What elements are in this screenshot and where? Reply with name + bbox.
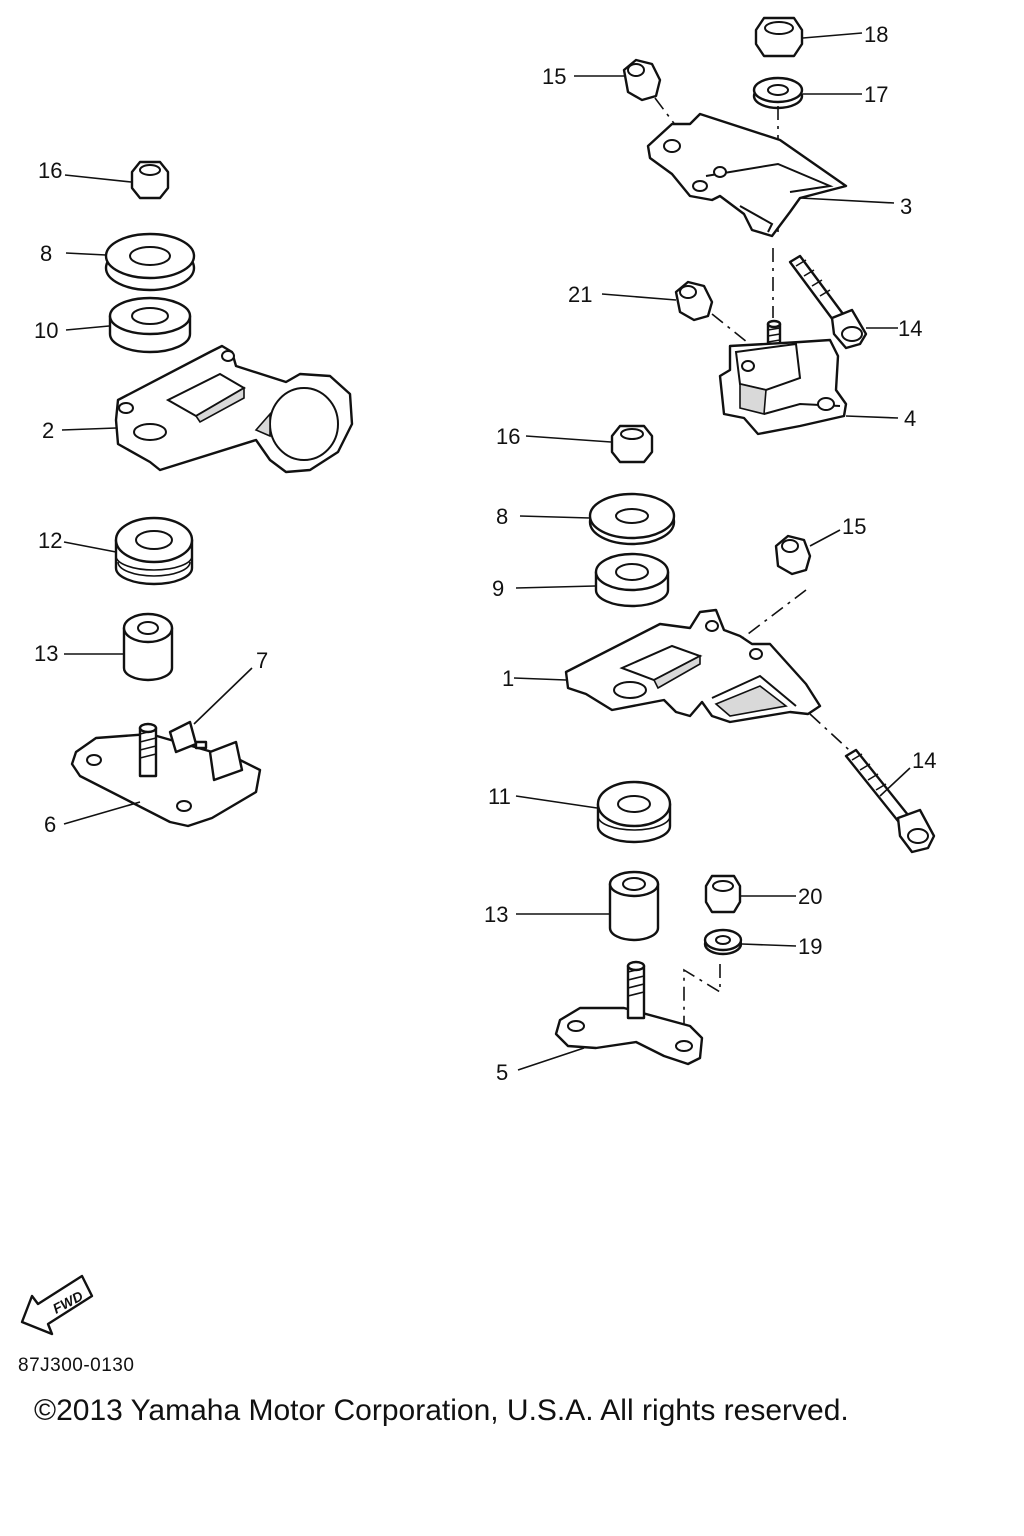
part-4-engine-mount [718,319,848,436]
callout-15-upper: 15 [542,64,566,89]
part-10-spacer [108,296,192,354]
callout-8-left: 8 [40,241,52,266]
part-16-nut-left [130,160,170,200]
callout-15-lower: 15 [842,514,866,539]
part-13-collar-left [122,612,174,682]
callout-9: 9 [492,576,504,601]
callout-6: 6 [44,812,56,837]
callout-13-right: 13 [484,902,508,927]
part-15-bolt-lower [774,534,812,576]
callout-14-upper: 14 [898,316,922,341]
callout-13-left: 13 [34,641,58,666]
part-15-bolt-upper [622,58,662,102]
callout-3: 3 [900,194,912,219]
callout-8-right: 8 [496,504,508,529]
callout-16-left: 16 [38,158,62,183]
part-8-washer-left [104,232,196,292]
part-11-rubber-mount [596,780,672,844]
part-8-washer-right [588,492,676,546]
part-3-bracket [646,112,848,238]
callout-5: 5 [496,1060,508,1085]
part-1-bracket [564,608,822,724]
part-19-washer [703,928,743,956]
part-14-bolt-upper [788,254,868,350]
part-17-washer [752,76,804,110]
part-13-collar-right [608,870,660,942]
part-21-bolt [674,280,714,322]
drawing-code: 87J300-0130 [18,1355,135,1376]
callout-14-lower: 14 [912,748,936,773]
callout-19: 19 [798,934,822,959]
callout-4: 4 [904,406,916,431]
callout-11: 11 [488,784,511,809]
callout-20: 20 [798,884,822,909]
part-12-rubber-mount [114,516,194,586]
fwd-arrow-icon: FWD [20,1274,94,1336]
callout-21: 21 [568,282,592,307]
part-6-base-plate [70,722,262,828]
part-16-nut-right [610,424,654,464]
part-20-nut [704,874,742,914]
part-7-clip [168,720,244,782]
callout-18: 18 [864,22,888,47]
callout-10: 10 [34,318,58,343]
part-2-bracket [114,344,354,474]
callout-1: 1 [502,666,514,691]
callout-7: 7 [256,648,268,673]
part-14-bolt-lower [844,748,936,854]
callout-17: 17 [864,82,888,107]
part-5-base-plate [554,960,704,1066]
callout-16-right: 16 [496,424,520,449]
part-9-spacer [594,552,670,608]
copyright-notice: ©2013 Yamaha Motor Corporation, U.S.A. A… [34,1394,849,1427]
callout-12: 12 [38,528,62,553]
callout-2: 2 [42,418,54,443]
part-18-nut [754,16,804,58]
